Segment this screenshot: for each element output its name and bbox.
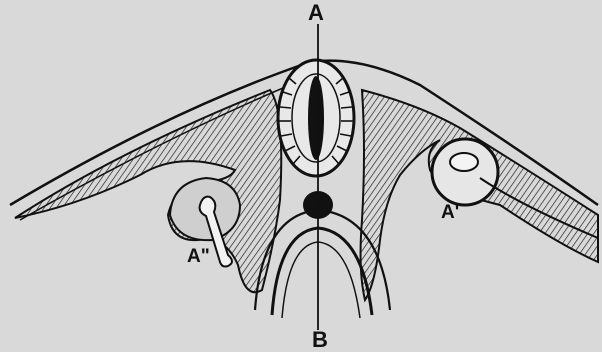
label-b-bottom: B — [312, 329, 328, 351]
right-section-circle — [432, 139, 498, 205]
left-hatched-mass — [15, 90, 281, 292]
right-section-inner — [450, 153, 478, 171]
label-a-prime: A' — [441, 203, 459, 222]
central-core — [308, 76, 324, 160]
label-a-double-prime: A" — [187, 247, 210, 266]
lower-arch-inner-2 — [282, 242, 360, 318]
label-a-top: A — [308, 2, 324, 24]
